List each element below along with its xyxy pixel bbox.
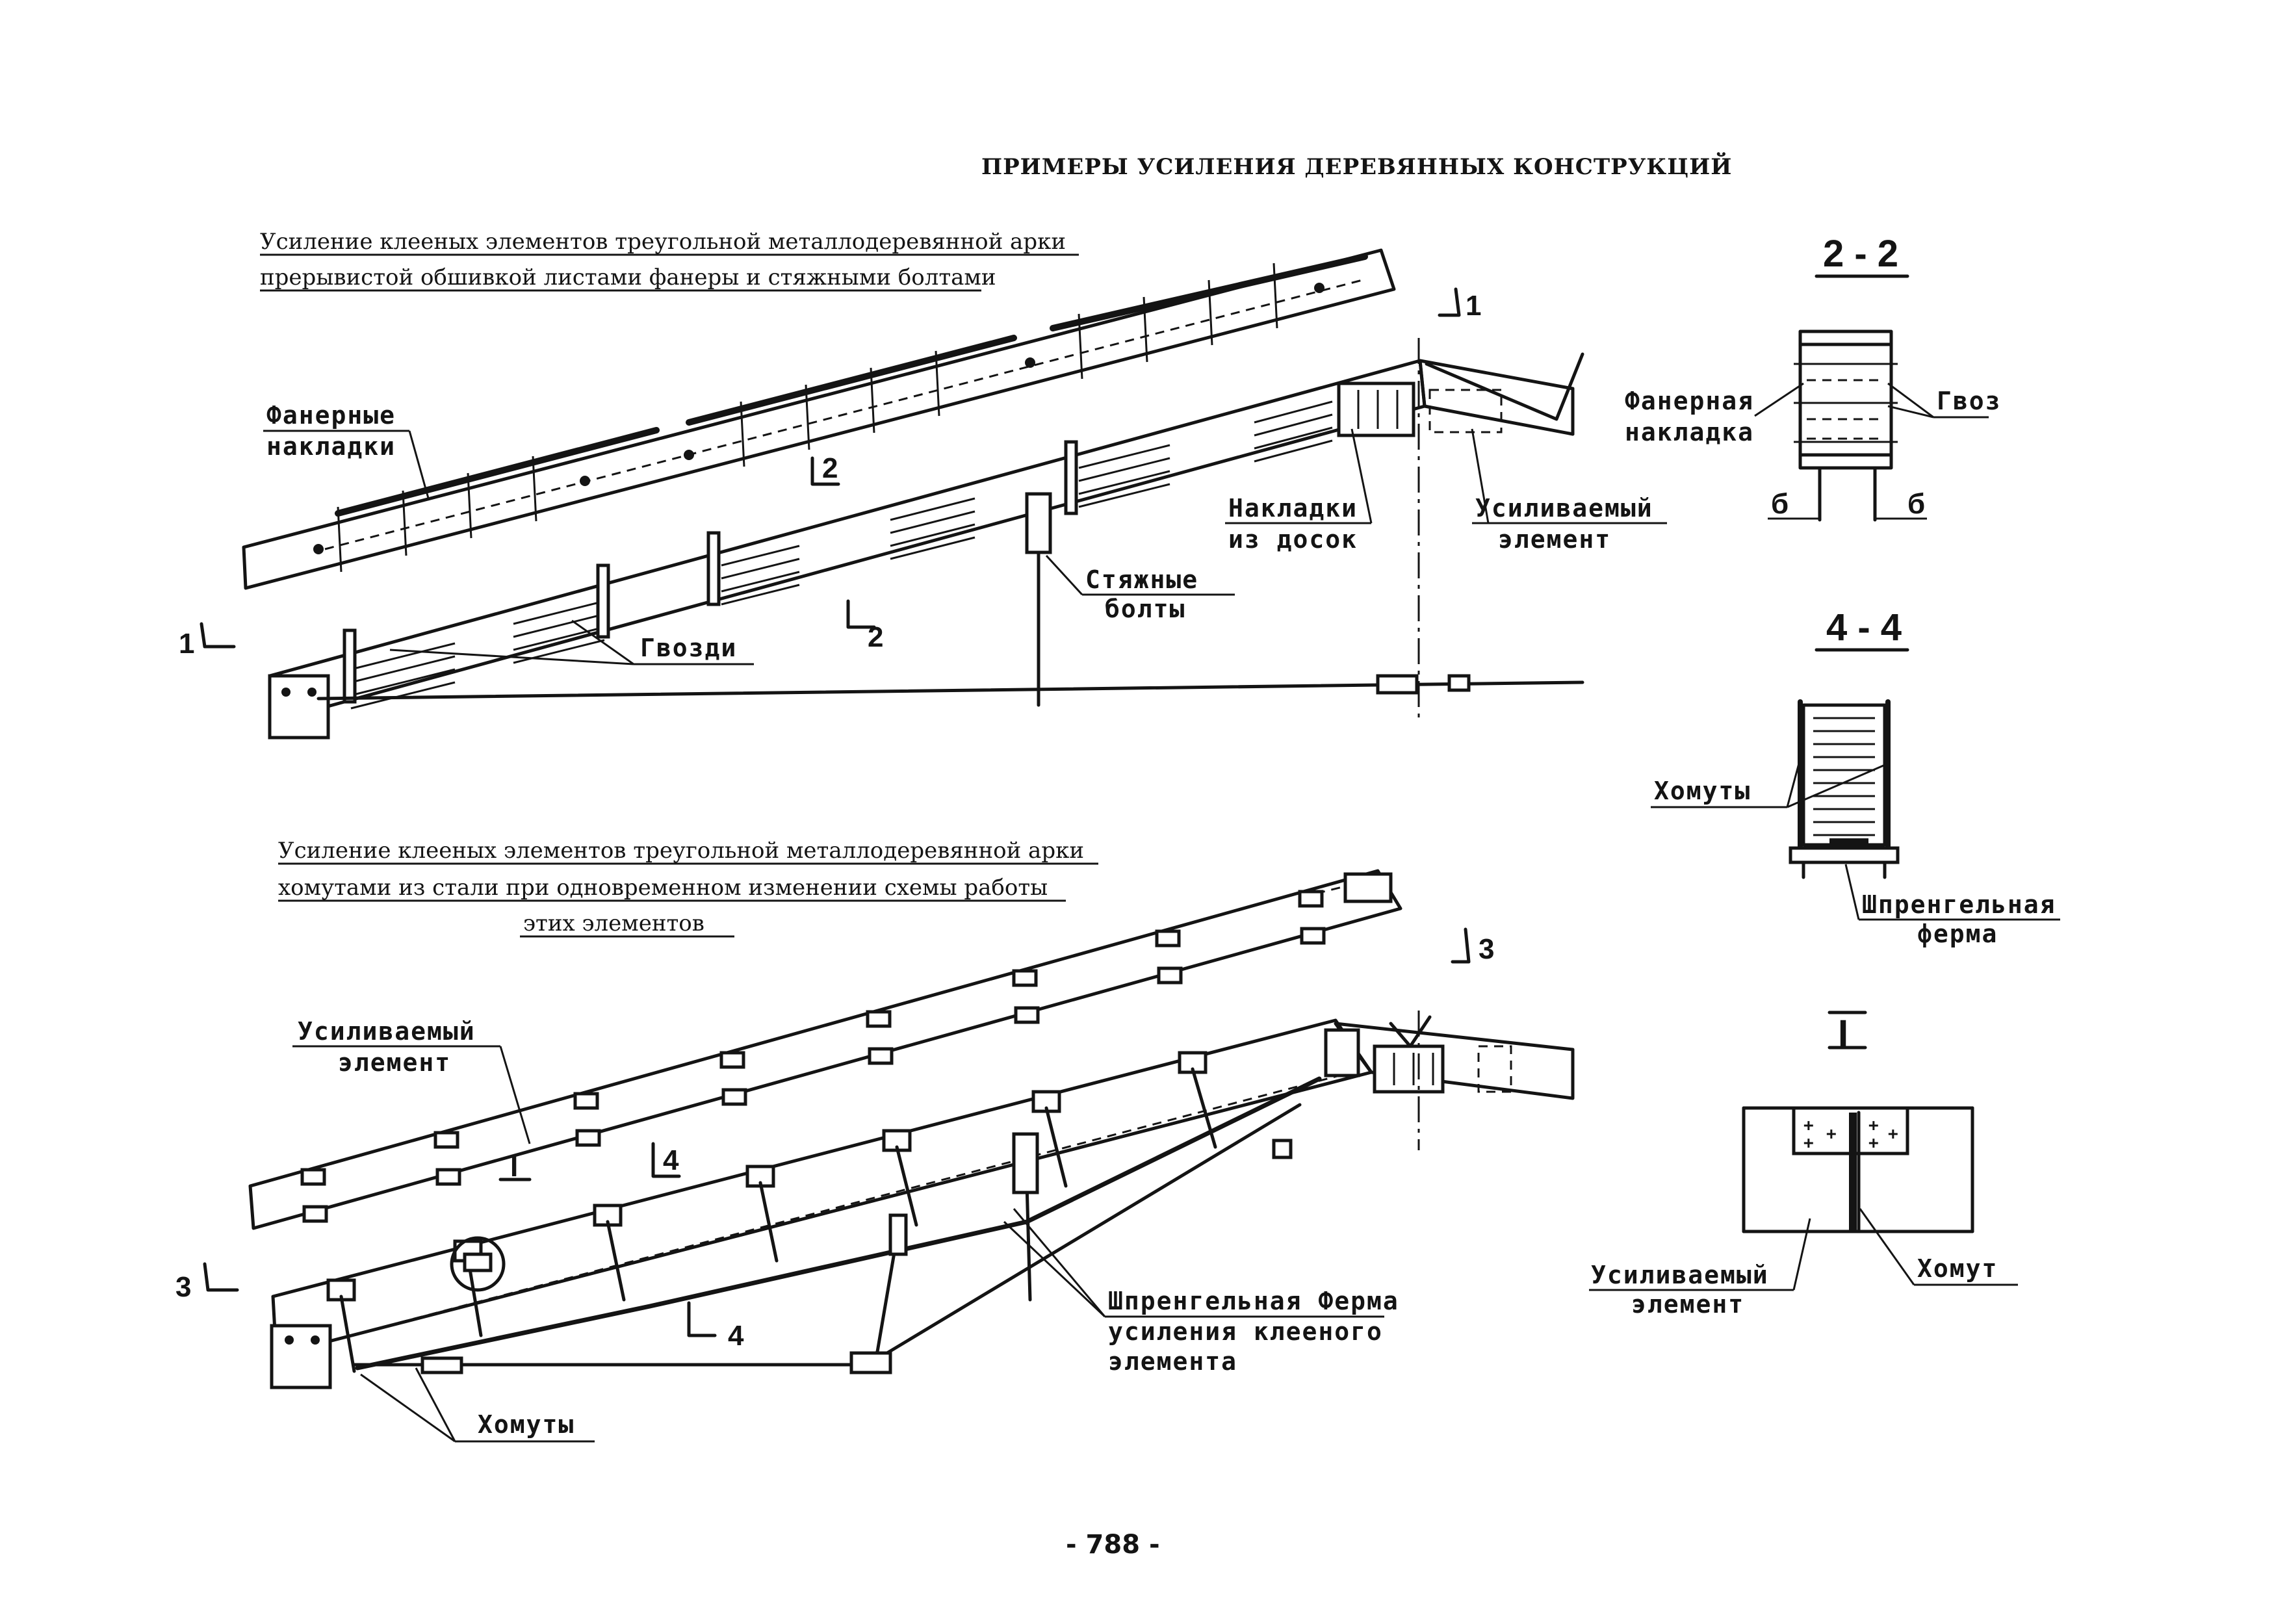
section-2-2: 2 - 2 Фанерная накладка Гвоз б б: [1625, 233, 2002, 522]
svg-text:1: 1: [179, 628, 194, 660]
svg-text:I: I: [1838, 1012, 1848, 1055]
section-4-4-hatch: [1813, 717, 1875, 836]
label-clamps-bottom: Хомуты: [360, 1367, 595, 1443]
svg-text:Хомуты: Хомуты: [1654, 777, 1751, 805]
label-reinforced-element-top: Усиливаемый элемент: [1471, 428, 1667, 554]
label-plywood-plates: Фанерные накладки: [263, 401, 430, 501]
svg-text:2 - 2: 2 - 2: [1823, 233, 1898, 275]
label-reinforced-element-node: Усиливаемый элемент: [1589, 1218, 1811, 1319]
svg-text:+: +: [1803, 1116, 1815, 1135]
bottom-caption-line-1: Усиление клееных элементов треугольной м…: [278, 838, 1084, 864]
bottom-caption-line-3: этих элементов: [523, 910, 704, 936]
svg-text:б: б: [1771, 488, 1789, 520]
bottom-upper-clamps: [300, 890, 1326, 1223]
node-I-detail: I + + + + + + Усиливаемый элемент Хомут: [1589, 1011, 2018, 1319]
svg-text:Шпренгельная: Шпренгельная: [1862, 890, 2056, 919]
bottom-ridge-joint: [1324, 1015, 1575, 1100]
svg-text:Накладки: Накладки: [1228, 494, 1358, 522]
bottom-lower-clamps: [326, 1051, 1217, 1373]
svg-text:2: 2: [822, 452, 838, 484]
mark-section-2-upper: 2: [810, 452, 840, 486]
label-clamp-node: Хомут: [1859, 1208, 2018, 1286]
top-upper-chord-bolts: [313, 263, 1324, 573]
svg-text:элемента: элемента: [1108, 1347, 1237, 1376]
label-plywood-plate-section: Фанерная накладка: [1625, 382, 1804, 446]
label-nails-section: Гвоз: [1887, 382, 2002, 419]
top-nail-groups: [350, 400, 1333, 710]
diagram-bottom: Усиление клееных элементов треугольной м…: [175, 838, 1575, 1443]
page-number: - 788 -: [1066, 1530, 1160, 1560]
svg-text:Хомут: Хомут: [1917, 1254, 1998, 1283]
dimension-marks-2-2: б б: [1768, 488, 1927, 520]
diagram-top: Усиление клееных элементов треугольной м…: [179, 229, 1667, 740]
mark-section-3-left: 3: [175, 1262, 239, 1303]
top-caption-line-2: прерывистой обшивкой листами фанеры и ст…: [260, 264, 996, 290]
bottom-sprengel-truss: [352, 1076, 1322, 1374]
svg-text:3: 3: [1479, 933, 1494, 965]
mark-section-4-lower: 4: [687, 1301, 744, 1352]
svg-text:Усиливаемый: Усиливаемый: [298, 1017, 476, 1046]
bottom-upper-chord: [248, 869, 1402, 1230]
svg-text:+: +: [1868, 1116, 1880, 1135]
top-left-support: [268, 674, 330, 740]
svg-text:усиления клееного: усиления клееного: [1108, 1317, 1383, 1346]
mark-section-1-right: 1: [1438, 287, 1481, 322]
bottom-left-support: [270, 1324, 332, 1389]
svg-text:Шпренгельная Ферма: Шпренгельная Ферма: [1108, 1287, 1399, 1315]
svg-text:Усиливаемый: Усиливаемый: [1591, 1261, 1769, 1289]
svg-text:Гвозди: Гвозди: [640, 634, 737, 662]
mark-node-I: I: [498, 1151, 532, 1183]
svg-text:Гвоз: Гвоз: [1937, 387, 2002, 415]
svg-text:накладка: накладка: [1625, 418, 1754, 446]
label-sprengel-truss: Шпренгельная Ферма усиления клееного эле…: [1003, 1208, 1399, 1376]
svg-text:Фанерные: Фанерные: [266, 401, 396, 430]
mark-section-2-lower: 2: [846, 599, 883, 653]
svg-text:Фанерная: Фанерная: [1625, 387, 1754, 415]
svg-text:Хомуты: Хомуты: [478, 1410, 575, 1439]
node-I-bolts: + + + + + +: [1803, 1116, 1900, 1153]
top-ridge-joint: [1337, 352, 1584, 437]
svg-text:Стяжные: Стяжные: [1085, 565, 1198, 594]
svg-text:из досок: из досок: [1228, 525, 1358, 554]
mark-section-4-upper: 4: [651, 1142, 681, 1178]
svg-text:4 - 4: 4 - 4: [1826, 606, 1902, 649]
svg-text:+: +: [1826, 1124, 1838, 1144]
svg-text:ферма: ферма: [1917, 920, 1998, 948]
top-tie-rod: [317, 492, 1584, 707]
svg-text:б: б: [1907, 488, 1925, 520]
svg-text:4: 4: [728, 1320, 744, 1352]
svg-text:элемент: элемент: [338, 1048, 451, 1077]
svg-text:болты: болты: [1105, 595, 1185, 623]
mark-section-1-left: 1: [179, 622, 236, 660]
label-tie-bolts: Стяжные болты: [1045, 554, 1235, 623]
section-4-4: 4 - 4 Хомуты Шпренгельная: [1651, 606, 2060, 948]
node-I-callout-circle: [450, 1236, 506, 1292]
bottom-caption-line-2: хомутами из стали при одновременном изме…: [278, 875, 1048, 901]
label-nails: Гвозди: [389, 619, 754, 665]
label-reinforced-element-bottom: Усиливаемый элемент: [292, 1017, 531, 1144]
mark-section-3-right: 3: [1451, 927, 1494, 965]
top-upper-chord: [242, 248, 1396, 590]
label-plank-plates: Накладки из досок: [1225, 428, 1373, 554]
svg-text:Усиливаемый: Усиливаемый: [1475, 494, 1653, 522]
svg-text:1: 1: [1466, 290, 1481, 322]
svg-text:3: 3: [175, 1271, 191, 1303]
page-title: ПРИМЕРЫ УСИЛЕНИЯ ДЕРЕВЯННЫХ КОНСТРУКЦИЙ: [981, 152, 1732, 180]
label-clamps-section: Хомуты: [1651, 753, 1889, 808]
svg-text:+: +: [1868, 1133, 1880, 1153]
svg-text:накладки: накладки: [266, 432, 396, 461]
svg-text:элемент: элемент: [1498, 525, 1611, 554]
svg-text:+: +: [1888, 1124, 1900, 1144]
svg-text:4: 4: [663, 1144, 679, 1176]
top-caption-line-1: Усиление клееных элементов треугольной м…: [260, 229, 1066, 255]
svg-text:элемент: элемент: [1631, 1290, 1744, 1319]
svg-text:I: I: [510, 1151, 518, 1183]
label-sprengel-section: Шпренгельная ферма: [1844, 864, 2060, 948]
svg-text:+: +: [1803, 1133, 1815, 1153]
